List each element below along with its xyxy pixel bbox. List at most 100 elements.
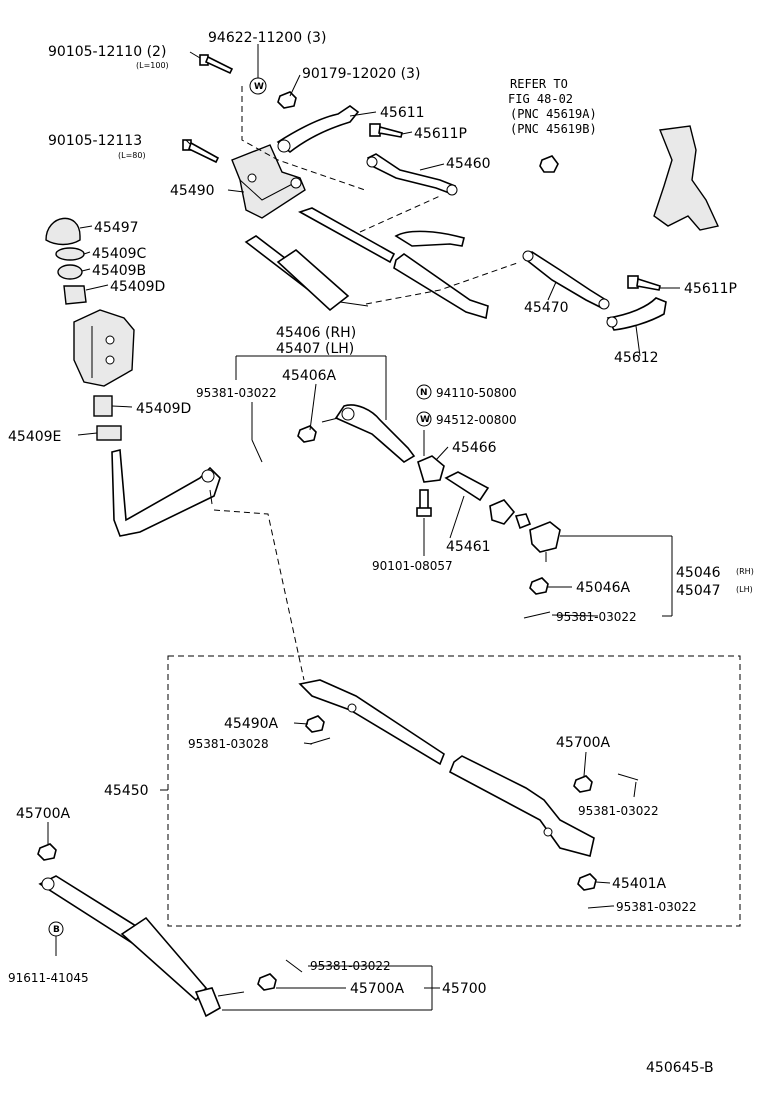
label-45466: 45466 <box>452 440 497 456</box>
label-94512-00800: 94512-00800 <box>436 413 517 427</box>
label-45461: 45461 <box>446 539 491 555</box>
cushion-45409C-drawing <box>55 247 85 261</box>
refer-note: REFER TO FIG 48-02 (PNC 45619A) (PNC 456… <box>508 77 597 136</box>
bolt-91611-41045-drawing: B <box>48 921 64 937</box>
nut-45406A-drawing <box>297 425 317 443</box>
label-45497: 45497 <box>94 220 139 236</box>
nut-symbol: N <box>420 388 428 398</box>
clamp-45466-drawing <box>417 455 445 483</box>
center-link-45450-drawing <box>298 679 595 857</box>
cotter-pin-b-drawing <box>523 611 551 619</box>
nut-45046A-drawing <box>529 577 549 595</box>
bolt-symbol: B <box>53 925 60 935</box>
label-45700: 45700 <box>442 981 487 997</box>
label-95381-03022-a: 95381-03022 <box>196 386 277 400</box>
pitman-bracket-45490-drawing <box>231 144 306 219</box>
relay-bracket-drawing <box>73 309 135 387</box>
label-45700A-box: 45700A <box>556 735 611 751</box>
label-95381-03022-c: 95381-03022 <box>578 804 659 818</box>
bolt-45611P-right-drawing <box>627 275 661 291</box>
part-labels: 90105-12110 (2) (L=100) 94622-11200 (3) … <box>8 30 754 1076</box>
label-45406-rh: 45406 (RH) <box>276 325 356 341</box>
nut-refer-drawing <box>539 155 559 173</box>
nut-45700A-left-drawing <box>37 843 57 861</box>
washer-94512-00800-drawing: W <box>416 411 432 427</box>
cotter-pin-d-drawing <box>587 905 613 909</box>
tie-rod-45460-drawing <box>366 153 458 196</box>
shock-absorber-45700-drawing <box>38 875 245 1018</box>
washer-symbol: W <box>254 82 264 92</box>
label-90105-12113: 90105-12113 <box>48 133 142 149</box>
steering-knuckle-drawing <box>653 125 719 231</box>
cotter-pin-c-drawing <box>617 773 639 781</box>
boot-45497-drawing <box>45 217 81 246</box>
label-45409D-low: 45409D <box>136 401 191 417</box>
refer-note-line2: FIG 48-02 <box>508 92 573 106</box>
label-45700A-bottom: 45700A <box>350 981 405 997</box>
nut-45700A-box-drawing <box>573 775 593 793</box>
bolt-90105-12113-drawing <box>182 139 220 164</box>
bushing-45409D-drawing <box>63 285 87 305</box>
label-45409E: 45409E <box>8 429 61 445</box>
label-45450: 45450 <box>104 783 149 799</box>
relay-arm-drawing <box>111 448 221 537</box>
bushing-45409E-drawing <box>96 425 122 441</box>
cotter-pin-e-drawing <box>285 959 303 973</box>
label-90101-08057: 90101-08057 <box>372 559 453 573</box>
label-95381-03028: 95381-03028 <box>188 737 269 751</box>
label-94622-11200: 94622-11200 (3) <box>208 30 326 46</box>
label-l100: (L=100) <box>136 61 169 70</box>
bolt-45611P-drawing <box>369 123 403 138</box>
tie-rod-45470-drawing <box>522 250 610 310</box>
label-45046A: 45046A <box>576 580 631 596</box>
label-45401A: 45401A <box>612 876 667 892</box>
figure-code: 450645-B <box>646 1060 714 1076</box>
label-94110-50800: 94110-50800 <box>436 386 517 400</box>
bolt-90101-08057-drawing <box>416 489 432 517</box>
label-90105-12110: 90105-12110 (2) <box>48 44 166 60</box>
label-95381-03022-d: 95381-03022 <box>616 900 697 914</box>
cotter-pin-03028-drawing <box>309 737 331 745</box>
center-link-top-drawing <box>298 207 489 320</box>
bushing-45409D-low-drawing <box>93 395 113 417</box>
label-45407-lh: 45407 (LH) <box>276 341 354 357</box>
nut-45490A-drawing <box>305 715 325 733</box>
label-rh: (RH) <box>736 567 754 576</box>
refer-note-line4: (PNC 45619B) <box>510 122 597 136</box>
tie-rod-end-45046-drawing <box>529 521 561 562</box>
label-45612: 45612 <box>614 350 659 366</box>
arm-45612-drawing <box>606 297 667 331</box>
label-45409C: 45409C <box>92 246 147 262</box>
assembly-45450-box <box>167 655 741 927</box>
label-45046: 45046 <box>676 565 721 581</box>
label-45047: 45047 <box>676 583 721 599</box>
label-95381-03022-e: 95381-03022 <box>310 959 391 973</box>
idler-arm-45611-drawing <box>276 105 360 154</box>
label-45490: 45490 <box>170 183 215 199</box>
label-l80: (L=80) <box>118 151 146 160</box>
cotter-pin-a-drawing <box>251 439 263 463</box>
label-45409B: 45409B <box>92 263 146 279</box>
bolt-90105-12110-drawing <box>199 54 234 75</box>
washer-94622-11200-drawing: W <box>249 77 267 95</box>
dashed-alignment-lines <box>213 86 521 681</box>
tie-rod-end-top-drawing <box>394 230 465 247</box>
refer-note-line1: REFER TO <box>510 77 568 91</box>
shock-absorber-top-drawing <box>244 235 369 312</box>
label-45470: 45470 <box>524 300 569 316</box>
refer-note-line3: (PNC 45619A) <box>510 107 597 121</box>
label-45406A: 45406A <box>282 368 337 384</box>
tie-rod-end-45406-drawing <box>321 404 416 463</box>
cushion-45409B-drawing <box>57 264 83 280</box>
washer-symbol: W <box>420 415 430 425</box>
label-45700A-left: 45700A <box>16 806 71 822</box>
label-45611P-top: 45611P <box>414 126 467 142</box>
leader-lines <box>47 44 680 1011</box>
clamp-pair-drawing <box>489 499 532 530</box>
nut-90179-12020-drawing <box>277 91 297 109</box>
label-45409D-top: 45409D <box>110 279 165 295</box>
label-45611P-right: 45611P <box>684 281 737 297</box>
label-45460: 45460 <box>446 156 491 172</box>
label-91611-41045: 91611-41045 <box>8 971 89 985</box>
